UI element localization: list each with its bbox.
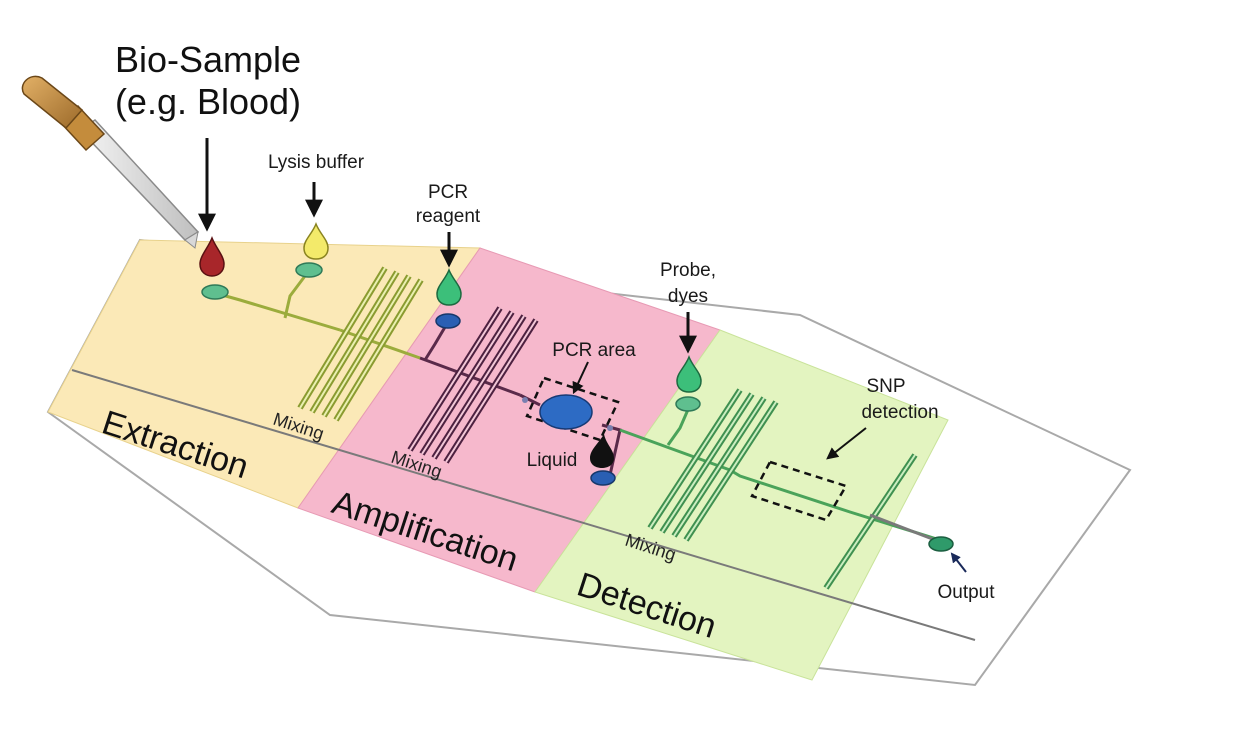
lysis-drop-icon: [303, 221, 329, 260]
pcr-reagent-label-1: PCR: [428, 182, 468, 203]
dropper-icon: [21, 75, 200, 249]
detection-zone: [534, 329, 949, 681]
snp-label-1: SNP: [866, 376, 905, 397]
chip-edge-line: [71, 369, 976, 641]
pcr-reagent-label-2: reagent: [416, 206, 481, 227]
snp-label-2: detection: [861, 402, 938, 423]
snp-detection-box: [750, 460, 848, 522]
probe-reservoir: [675, 396, 701, 412]
pcr-area-box: [525, 376, 620, 442]
pcr-reagent-reservoir: [435, 313, 461, 329]
output-arrow: [950, 552, 967, 573]
pcr-area-label: PCR area: [552, 340, 636, 361]
liquid-drop-icon: [590, 434, 614, 468]
lysis-buffer-label: Lysis buffer: [268, 152, 365, 173]
pcr-reagent-drop-icon: [436, 267, 462, 306]
arrows: [198, 138, 867, 460]
pcr-chamber: [539, 394, 593, 430]
probe-drop-icon: [676, 354, 702, 393]
probe-label-2: dyes: [668, 286, 708, 307]
sample-reservoir: [201, 284, 229, 300]
lysis-reservoir: [295, 262, 323, 278]
output-label: Output: [937, 582, 995, 603]
probe-label-1: Probe,: [660, 260, 716, 281]
title-line2: (e.g. Blood): [115, 81, 301, 122]
output-reservoir: [928, 536, 954, 552]
title-line1: Bio-Sample: [115, 39, 301, 80]
liquid-label: Liquid: [527, 450, 578, 471]
blood-drop-icon: [199, 235, 225, 277]
liquid-reservoir: [590, 470, 616, 486]
